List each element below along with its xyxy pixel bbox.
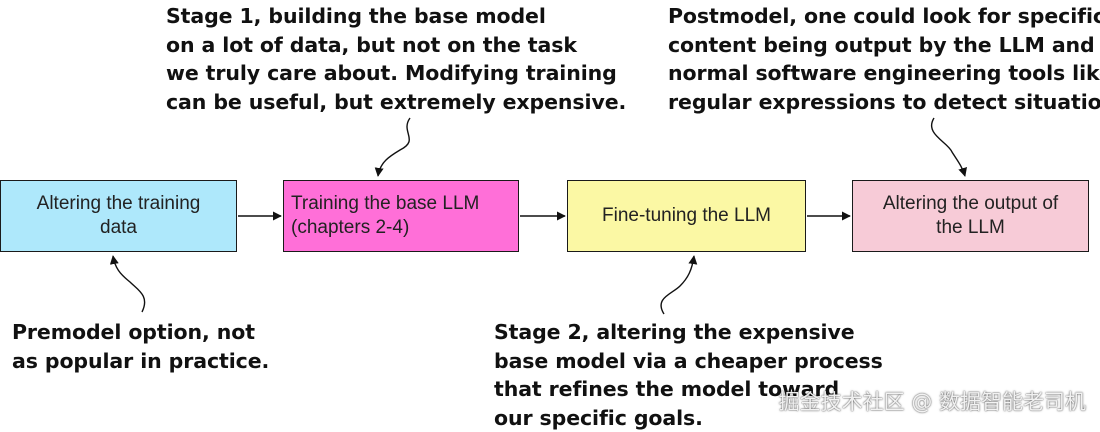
callout-arrow-postmodel	[931, 117, 967, 177]
annotation-line: on a lot of data, but not on the task	[166, 32, 577, 57]
box-label-line-1: Altering the training	[36, 193, 201, 214]
annotation-line: Premodel option, not	[12, 320, 255, 344]
annotation-line: our specific goals.	[494, 405, 703, 430]
annotation-line: Stage 2, altering the expensive	[494, 320, 855, 344]
annotation-line: Stage 1, building the base model	[166, 4, 546, 28]
box-label: Training the base LLM (chapters 2-4)	[291, 192, 479, 240]
annotation-line: base model via a cheaper process	[494, 348, 883, 373]
watermark: 掘金技术社区 @ 数据智能老司机	[778, 390, 1086, 414]
box-label-line-2: (chapters 2-4)	[291, 217, 410, 238]
box-altering-output: Altering the output of the LLM	[852, 180, 1089, 252]
annotation-postmodel: Postmodel, one could look for specific c…	[668, 2, 1100, 116]
annotation-line: normal software engineering tools like	[668, 61, 1100, 85]
box-label-line-1: Training the base LLM	[291, 193, 480, 214]
callout-arrow-stage2	[660, 255, 698, 315]
callout-arrow-stage1	[374, 117, 411, 177]
annotation-line: that refines the model toward	[494, 377, 840, 401]
annotation-stage1: Stage 1, building the base model on a lo…	[166, 2, 626, 116]
annotation-line: as popular in practice.	[12, 348, 270, 373]
callout-arrow-premodel	[109, 255, 146, 313]
annotation-line: regular expressions to detect situations…	[668, 89, 1100, 114]
annotation-line: we truly care about. Modifying training	[166, 61, 617, 85]
box-altering-training-data: Altering the training data	[0, 180, 237, 252]
box-label: Altering the training data	[37, 192, 201, 240]
annotation-premodel: Premodel option, not as popular in pract…	[12, 318, 269, 375]
annotation-line: can be useful, but extremely expensive.	[166, 89, 627, 114]
annotation-stage2: Stage 2, altering the expensive base mod…	[494, 318, 883, 432]
box-label-line-2: the LLM	[936, 217, 1005, 238]
box-label-line-1: Fine-tuning the LLM	[602, 205, 771, 226]
box-label: Fine-tuning the LLM	[602, 204, 771, 228]
box-fine-tuning: Fine-tuning the LLM	[567, 180, 806, 252]
annotation-line: content being output by the LLM and use	[668, 32, 1100, 57]
box-label: Altering the output of the LLM	[883, 192, 1058, 240]
box-training-base-llm: Training the base LLM (chapters 2-4)	[283, 180, 519, 252]
box-label-line-1: Altering the output of	[882, 193, 1059, 214]
box-label-line-2: data	[100, 217, 137, 238]
annotation-line: Postmodel, one could look for specific	[668, 4, 1100, 28]
